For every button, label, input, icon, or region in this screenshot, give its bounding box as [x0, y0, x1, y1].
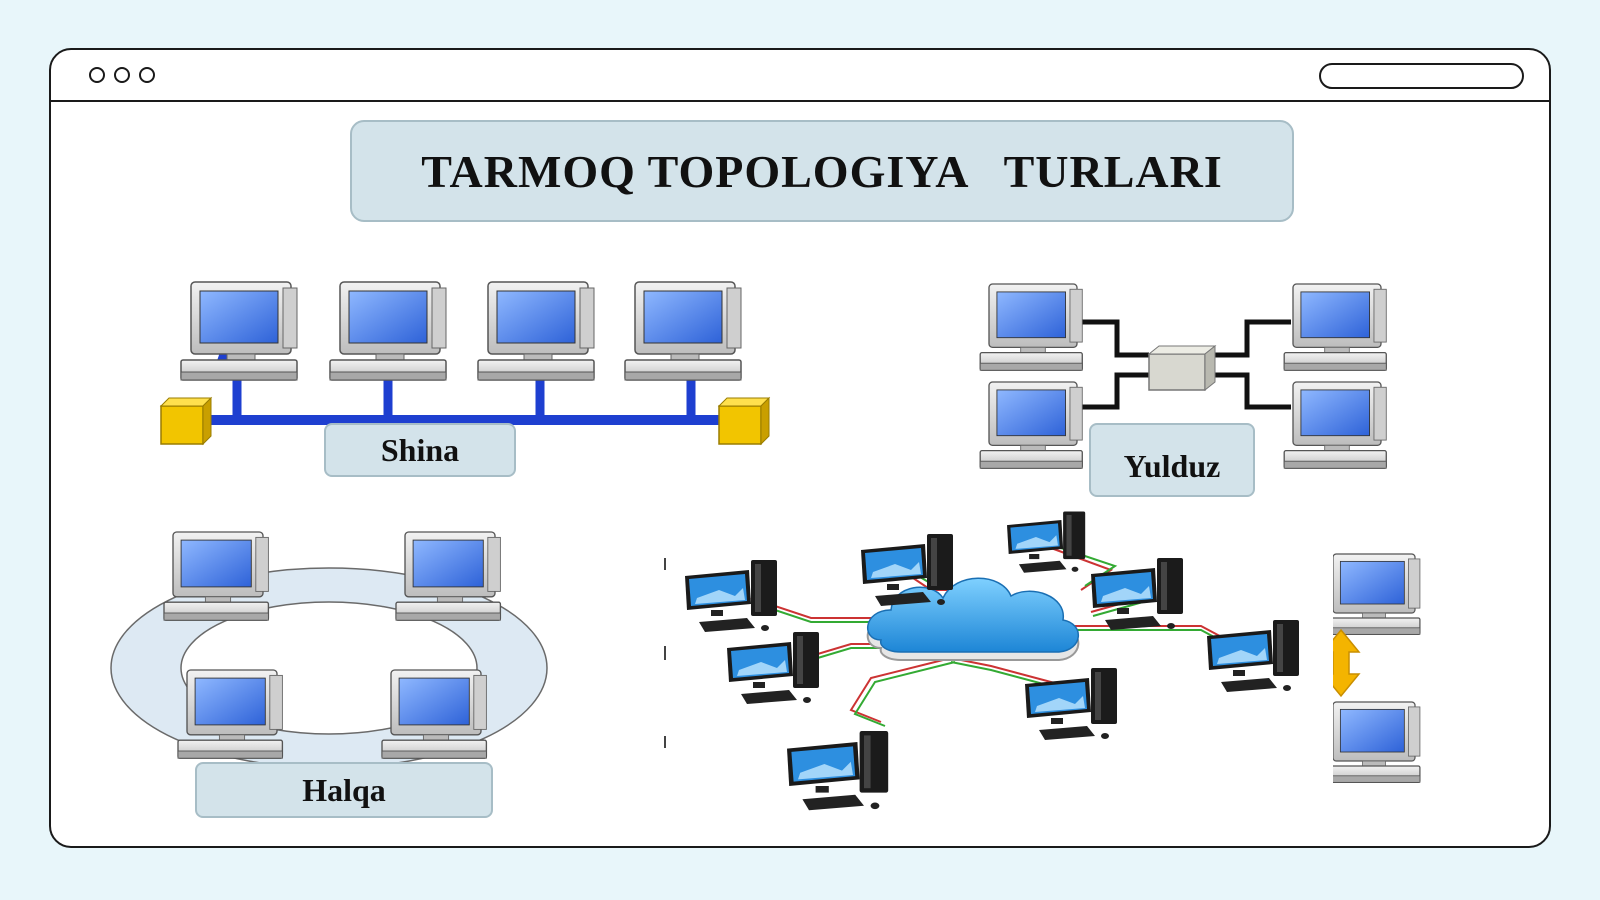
bus-topology: [159, 281, 771, 446]
slide-title-box: TARMOQ TOPOLOGIYA TURLARI: [350, 120, 1294, 222]
window-control-minimize[interactable]: [114, 67, 130, 83]
workstation-icon: [787, 731, 889, 811]
computer-icon: [1283, 381, 1387, 469]
computer-icon: [180, 281, 298, 381]
ring-topology: [110, 531, 548, 769]
cloud-network-diagram: [664, 511, 1299, 811]
workstation-icon: [685, 560, 777, 632]
cloud-icon: [866, 577, 1080, 661]
workstation-icon: [1007, 511, 1086, 573]
workstation-icon: [727, 632, 819, 704]
computer-icon: [1324, 701, 1421, 783]
computer-icon: [395, 531, 502, 621]
star-topology: [979, 283, 1387, 469]
star-label-box: Yulduz: [1089, 423, 1255, 497]
peer-link: [1321, 550, 1421, 790]
ring-label: Halqa: [302, 771, 386, 808]
star-label: Yulduz: [1123, 448, 1221, 484]
ring-cable: [110, 567, 548, 769]
workstation-icon: [1207, 620, 1299, 692]
workstation-icon: [1091, 558, 1183, 630]
terminator-icon: [159, 396, 213, 446]
computer-icon: [329, 281, 447, 381]
computer-icon: [979, 283, 1083, 371]
bus-label: Shina: [380, 431, 460, 468]
star-cable: [1213, 319, 1291, 358]
computer-icon: [979, 381, 1083, 469]
computer-icon: [477, 281, 595, 381]
bus-label-box: Shina: [324, 423, 516, 477]
ring-label-box: Halqa: [195, 762, 493, 818]
computer-icon: [1283, 283, 1387, 371]
browser-window: TARMOQ TOPOLOGIYA TURLARI: [49, 48, 1551, 848]
hub-icon: [1147, 344, 1217, 392]
topology-diagrams: [110, 281, 1421, 811]
window-titlebar: [51, 50, 1549, 102]
computer-icon: [381, 669, 488, 759]
computer-icon: [624, 281, 742, 381]
star-cable: [1076, 372, 1149, 410]
computer-icon: [177, 669, 284, 759]
computer-icon: [163, 531, 270, 621]
window-control-maximize[interactable]: [139, 67, 155, 83]
computer-icon: [1324, 553, 1421, 635]
address-bar[interactable]: [1319, 63, 1524, 89]
star-cable: [1076, 319, 1149, 358]
star-cable: [1213, 372, 1291, 410]
window-control-close[interactable]: [89, 67, 105, 83]
terminator-icon: [717, 396, 771, 446]
slide-title: TARMOQ TOPOLOGIYA TURLARI: [421, 145, 1223, 197]
